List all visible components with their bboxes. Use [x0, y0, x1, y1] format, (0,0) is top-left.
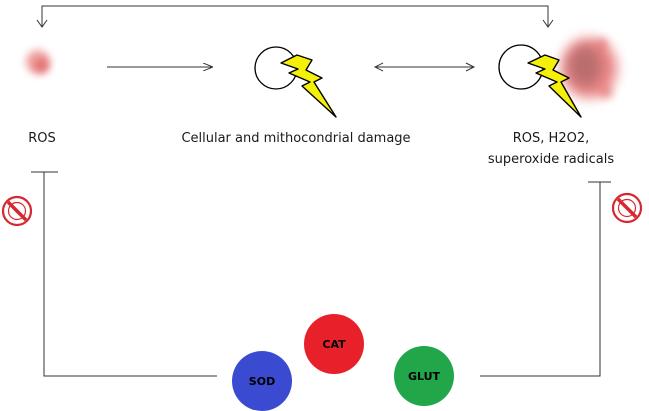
feedback-loop-arrow [36, 5, 554, 28]
lightning-bolt-icon [280, 54, 337, 118]
lightning-bolt-icon [527, 54, 582, 118]
cell-circle-icon [498, 44, 544, 90]
inhibition-line-right [480, 181, 611, 377]
damage-label: Cellular and mithocondrial damage [181, 131, 410, 146]
enzyme-sod: SOD [232, 351, 292, 411]
inhibition-line-left [31, 171, 217, 377]
enzyme-glut-label: GLUT [408, 370, 441, 383]
enzyme-sod-label: SOD [249, 375, 275, 388]
prohibition-icon [1, 195, 33, 227]
ros-right-label-line2: superoxide radicals [488, 152, 614, 167]
ros-left-label: ROS [28, 131, 56, 146]
damaged-cell-middle [254, 46, 337, 118]
damaged-cell-right [498, 38, 617, 118]
enzyme-cat-label: CAT [322, 338, 346, 351]
prohibition-icon [611, 192, 643, 224]
ros-cloud-left [26, 50, 50, 74]
enzyme-cat: CAT [304, 314, 364, 374]
ros-right-label-line1: ROS, H2O2, [513, 131, 589, 146]
ros-cloud-right [561, 38, 617, 99]
arrow-damage-ros-bidirectional [373, 62, 476, 72]
cell-circle-icon [254, 46, 298, 90]
enzyme-glut: GLUT [394, 346, 454, 406]
